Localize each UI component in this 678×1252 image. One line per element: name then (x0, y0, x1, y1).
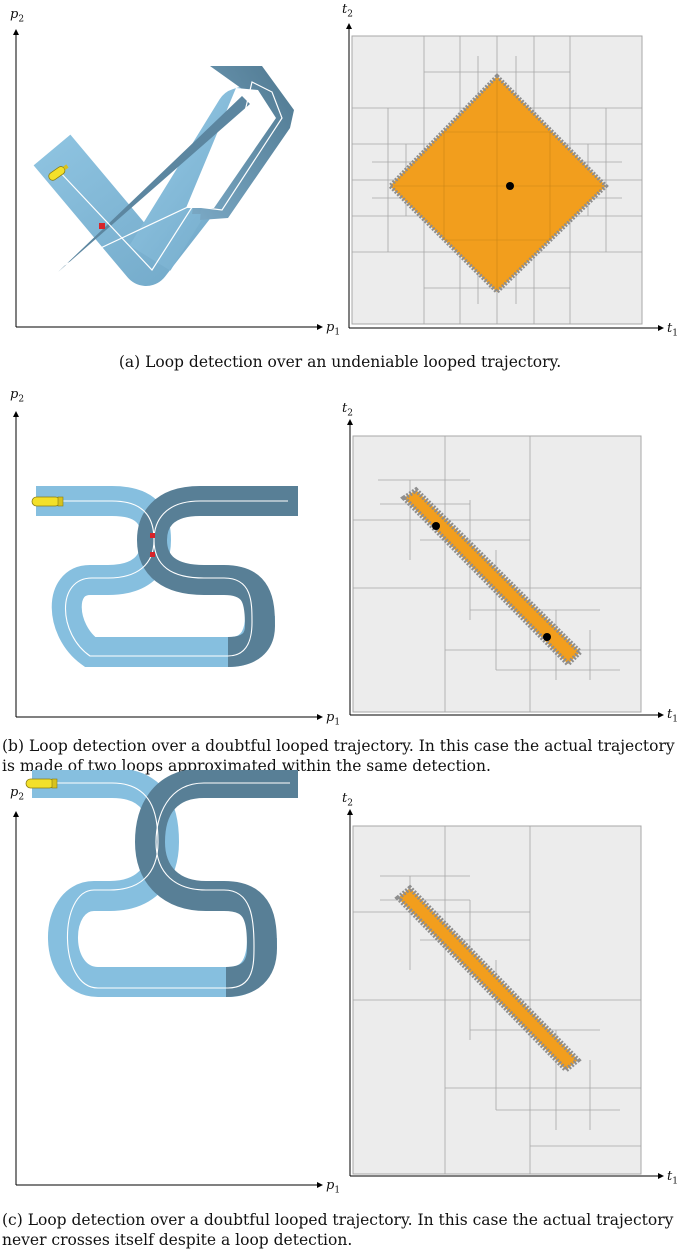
left-axes-b (13, 411, 323, 720)
trajectory-a (57, 81, 283, 271)
paving-c (352, 825, 642, 1175)
right-y-label-c: t2 (342, 791, 353, 809)
subfigure-a: p2 p1 t2 t1 (a) Loop detection over an u… (0, 0, 678, 380)
figure-b-graphics (13, 411, 664, 720)
right-x-label-b: t1 (667, 707, 678, 725)
figure-a-graphics (13, 23, 664, 331)
subfigure-b: p2 p1 t2 t1 (b) Loop detection over a do… (0, 380, 678, 790)
robot-icon (48, 164, 69, 181)
right-y-label-a: t2 (342, 2, 353, 20)
left-y-label-b: p2 (10, 387, 25, 405)
tube-b (36, 486, 298, 667)
left-x-label-b: p1 (326, 710, 341, 728)
left-y-label-a: p2 (10, 7, 25, 25)
robot-icon-b (31, 496, 64, 507)
left-x-label-c: p1 (326, 1178, 341, 1196)
solution-point-2 (543, 633, 551, 641)
loop-marker-1 (150, 533, 155, 538)
paving-a (351, 35, 643, 325)
robot-icon-c (25, 778, 58, 789)
tube-c-main (32, 770, 298, 997)
subfigure-c: p2 p1 t2 t1 (c) Loop detection over a do… (0, 770, 678, 1252)
right-x-label-c: t1 (667, 1169, 678, 1187)
trajectory-b (40, 500, 288, 657)
caption-c: (c) Loop detection over a doubtful loope… (2, 1211, 674, 1249)
figure-c-graphics (13, 770, 664, 1188)
left-y-label-c: p2 (10, 785, 25, 803)
right-axes-c (347, 809, 664, 1179)
right-axes-b (347, 419, 664, 718)
solution-point (506, 182, 514, 190)
tube-a (33, 66, 294, 286)
left-axes-a (13, 29, 323, 330)
caption-a: (a) Loop detection over an undeniable lo… (118, 353, 562, 371)
loop-marker-2 (150, 552, 155, 557)
right-axes-a (346, 23, 664, 331)
left-axes-c (13, 811, 323, 1188)
left-x-label-a: p1 (326, 320, 341, 338)
paving-b (352, 435, 642, 713)
solution-point-1 (432, 522, 440, 530)
right-x-label-a: t1 (667, 321, 678, 339)
right-y-label-b: t2 (342, 401, 353, 419)
loop-marker (99, 223, 105, 229)
caption-b: (b) Loop detection over a doubtful loope… (2, 737, 675, 775)
trajectory-c (36, 782, 290, 989)
